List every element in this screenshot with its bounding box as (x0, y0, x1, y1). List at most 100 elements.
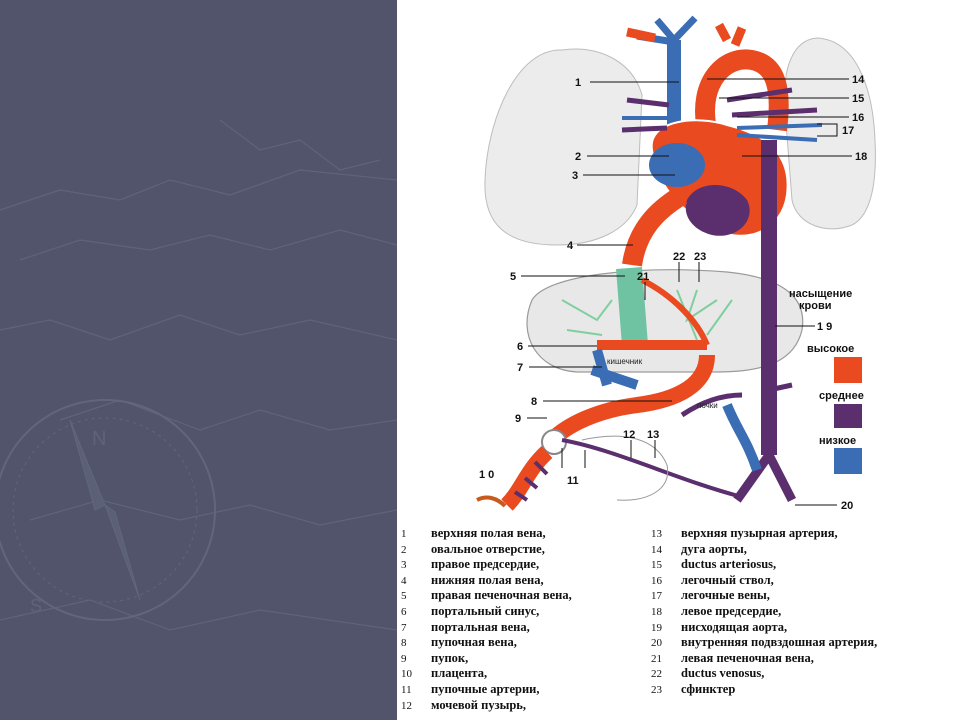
callout-4: 4 (567, 240, 574, 252)
level-medium-label: среднее (819, 390, 864, 402)
legend-number: 22 (651, 668, 662, 681)
diagram-panel: 1 2 3 4 5 6 7 8 9 1 0 11 12 13 14 15 16 … (397, 0, 960, 720)
legend-number: 9 (401, 652, 407, 665)
legend-text: ductus arteriosus, (681, 557, 777, 572)
callout-14: 14 (852, 74, 865, 86)
legend-text: дуга аорты, (681, 541, 747, 556)
callout-13: 13 (647, 429, 659, 441)
legend-text: мочевой пузырь, (431, 697, 527, 712)
callout-23: 23 (694, 251, 706, 263)
legend-text: пупочная вена, (431, 635, 517, 650)
pulmonary-arteries (621, 87, 818, 133)
legend-text: нисходящая аорта, (681, 619, 788, 634)
callout-20: 20 (841, 500, 853, 512)
saturation-title-line1: насыщение (789, 288, 852, 300)
legend-number: 16 (651, 574, 662, 587)
callout-9: 9 (515, 413, 521, 425)
legend-item: 5 правая печеночная вена, (401, 588, 572, 604)
legend-number: 4 (401, 574, 407, 587)
umbilical-vein (546, 354, 715, 446)
legend-text: верхняя пузырная артерия, (681, 526, 838, 540)
legend-text: ductus venosus, (681, 666, 765, 681)
callout-18: 18 (855, 151, 867, 163)
legend-number: 1 (401, 528, 407, 540)
legend-text: портальная вена, (431, 619, 530, 634)
callout-15: 15 (852, 93, 864, 105)
fetal-circulation-diagram: 1 2 3 4 5 6 7 8 9 1 0 11 12 13 14 15 16 … (476, 15, 876, 512)
descending-vena (722, 403, 762, 472)
legend-item: 10 плацента, (401, 666, 487, 682)
callout-5: 5 (510, 271, 516, 283)
legend-number: 6 (401, 606, 407, 618)
aortic-arch (695, 49, 789, 132)
callout-21: 21 (637, 271, 649, 283)
legend-text: нижняя полая вена, (431, 572, 544, 587)
right-lung (484, 48, 643, 246)
legend-text: левое предсердие, (681, 604, 782, 618)
legend-number: 12 (401, 699, 412, 712)
level-low-label: низкое (819, 435, 856, 447)
callout-11: 11 (567, 475, 579, 487)
legend-text: правое предсердие, (431, 557, 540, 572)
bladder (581, 435, 669, 501)
legend-number: 11 (401, 684, 412, 696)
callout-3: 3 (572, 170, 578, 182)
legend-text: портальный синус, (431, 604, 540, 618)
callout-10: 1 0 (479, 469, 494, 481)
ventricles (685, 185, 750, 236)
legend-number: 15 (651, 559, 662, 572)
legend-item: 16 легочный ствол, (651, 573, 774, 589)
legend-number: 3 (401, 559, 407, 572)
legend-text: внутренняя подвздошная артерия, (681, 635, 878, 650)
level-medium-swatch (834, 404, 862, 428)
callout-17: 17 (842, 125, 854, 137)
legend-number: 20 (651, 637, 662, 650)
legend-item: 17 легочные вены, (651, 588, 770, 604)
callout-8: 8 (531, 396, 537, 408)
world-map-watermark: N S (0, 119, 397, 631)
legend-item: 4 нижняя полая вена, (401, 573, 544, 589)
legend-text: плацента, (431, 666, 488, 681)
callout-2: 2 (575, 151, 581, 163)
callout-12: 12 (623, 429, 635, 441)
right-atrium (649, 143, 705, 187)
legend-item: 6 портальный синус, (401, 604, 539, 620)
legend-text: овальное отверстие, (431, 541, 545, 556)
legend-item: 13 верхняя пузырная артерия, (651, 526, 838, 542)
legend-number: 10 (401, 668, 412, 681)
legend-item: 21 левая печеночная вена, (651, 651, 814, 667)
callout-1: 1 (575, 77, 581, 89)
inferior-vena-cava (622, 186, 688, 267)
legend-item: 3 правое предсердие, (401, 557, 539, 573)
legend-number: 17 (651, 590, 662, 603)
legend-text: левая печеночная вена, (681, 650, 814, 665)
legend-item: 12 мочевой пузырь, (401, 698, 526, 714)
head-arteries (626, 22, 747, 47)
legend-item: 22 ductus venosus, (651, 666, 764, 682)
legend-number: 13 (651, 528, 662, 540)
legend-text: правая печеночная вена, (431, 588, 572, 603)
callout-7: 7 (517, 362, 523, 374)
legend-number: 14 (651, 543, 662, 556)
legend-number: 21 (651, 652, 662, 665)
slide-background-panel: N S (0, 0, 397, 720)
label-intestine: кишечник (607, 357, 643, 366)
legend-text: верхняя полая вена, (431, 526, 546, 540)
level-high-label: высокое (807, 343, 854, 355)
hepatic-branches (561, 289, 733, 341)
svg-text:N: N (92, 428, 106, 450)
compass-rose-watermark: N S (0, 399, 216, 621)
iliac-arteries (733, 452, 797, 503)
ductus-venosus (640, 277, 710, 347)
placenta (476, 495, 507, 508)
legend-number: 5 (401, 590, 407, 603)
legend-text: легочные вены, (681, 588, 770, 603)
legend-text: легочный ствол, (681, 572, 774, 587)
